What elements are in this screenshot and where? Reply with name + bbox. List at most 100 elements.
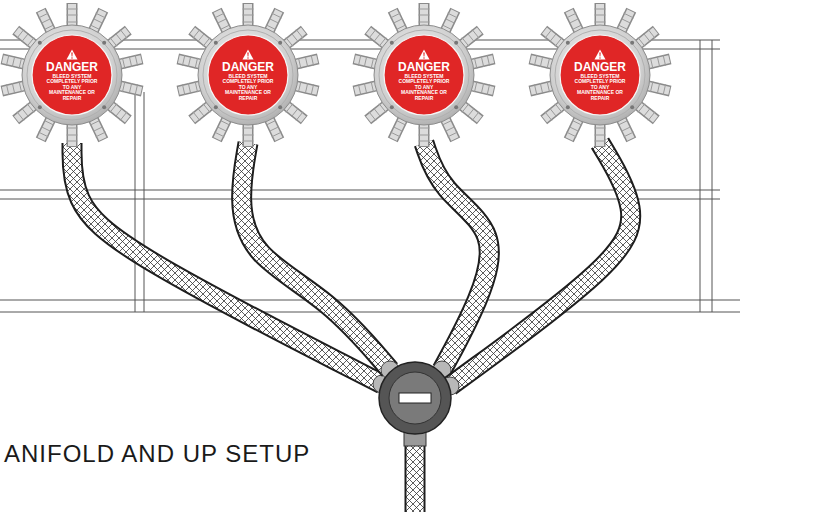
warning-heading: DANGER	[46, 61, 98, 74]
hub-screw	[630, 41, 634, 45]
warning-mark	[71, 52, 72, 56]
hose-braid	[242, 143, 390, 370]
hub-ring	[203, 30, 293, 120]
warning-text: BLEED SYSTEM COMPLETELY PRIOR TO ANY MAI…	[221, 74, 275, 102]
fitting-barb	[188, 56, 190, 67]
fitting-barb	[272, 132, 282, 137]
frame-rail	[0, 312, 740, 313]
warning-text: BLEED SYSTEM COMPLETELY PRIOR TO ANY MAI…	[45, 74, 99, 102]
fitting-barb	[188, 83, 190, 94]
fitting-barb	[621, 127, 631, 132]
hub-screw	[278, 105, 282, 109]
fitting-barb	[657, 83, 659, 94]
fitting-barb	[663, 84, 665, 95]
fitting-barb	[595, 22, 606, 23]
fitting-barb	[19, 81, 21, 92]
fitting-barb	[467, 108, 474, 117]
hose-braid	[407, 444, 424, 512]
hub-body	[198, 25, 298, 125]
fitting-barb	[566, 13, 576, 18]
junction-housing	[379, 362, 451, 434]
label-disc-fill	[32, 35, 112, 115]
fitting-barb	[358, 55, 360, 66]
fitting-barb	[243, 128, 254, 129]
frame-post	[135, 92, 136, 312]
hub-screw	[454, 41, 458, 45]
fitting-barb	[419, 135, 430, 136]
hose-braid	[72, 143, 382, 384]
fitting-barb	[393, 127, 403, 132]
fitting-barb	[93, 127, 103, 132]
manifold-hub	[530, 3, 670, 147]
fitting-barb	[569, 127, 579, 132]
fitting-barb	[419, 128, 430, 129]
fitting-barb	[17, 112, 24, 121]
fitting-barb	[650, 81, 652, 92]
fitting-barb	[390, 132, 400, 137]
label-disc-fill	[384, 35, 464, 115]
hub-screw	[38, 105, 42, 109]
warning-triangle	[419, 49, 430, 59]
fitting-barb	[540, 83, 542, 94]
fitting-barb	[120, 30, 127, 39]
fitting-barb	[41, 19, 51, 24]
fitting-barb	[474, 58, 476, 69]
hose-outline	[424, 143, 489, 370]
braided-hose	[72, 143, 391, 393]
manifold-hub	[178, 3, 318, 147]
warning-mark	[247, 52, 248, 56]
fitting-barb	[419, 141, 430, 142]
hub-screw	[102, 41, 106, 45]
fitting-barb	[67, 22, 78, 23]
label-disc-fill	[560, 35, 640, 115]
hub-ring	[379, 30, 469, 120]
fitting-barb	[243, 135, 254, 136]
fitting-barb	[291, 108, 298, 117]
fitting-barb	[448, 13, 458, 18]
fitting-barb	[569, 19, 579, 24]
fitting-barb	[481, 83, 483, 94]
label-disc-fill	[208, 35, 288, 115]
manifold-hub	[2, 3, 142, 147]
label-content: DANGERBLEED SYSTEM COMPLETELY PRIOR TO A…	[397, 49, 451, 102]
fitting-barb	[595, 141, 606, 142]
fitting-barb	[474, 81, 476, 92]
hub-screw	[566, 41, 570, 45]
fitting-barb	[115, 108, 122, 117]
fitting-barb	[419, 22, 430, 23]
warning-triangle	[67, 49, 78, 59]
fitting-barb	[311, 84, 313, 95]
fitting-barb	[448, 132, 458, 137]
warning-mark	[71, 57, 73, 59]
fitting-barb	[624, 132, 634, 137]
fitting-barb	[298, 81, 300, 92]
fitting-barb	[269, 127, 279, 132]
fitting-barb	[472, 30, 479, 39]
fitting-barb	[67, 141, 78, 142]
hub-screw	[390, 41, 394, 45]
fitting-barb	[67, 135, 78, 136]
fitting-barb	[487, 84, 489, 95]
hub-screw	[102, 105, 106, 109]
fitting-barb	[358, 84, 360, 95]
fitting-barb	[419, 15, 430, 16]
fitting-barb	[296, 112, 303, 121]
fitting-barb	[369, 112, 376, 121]
fitting-barb	[534, 84, 536, 95]
fitting-barb	[214, 132, 224, 137]
danger-label: DANGERBLEED SYSTEM COMPLETELY PRIOR TO A…	[383, 34, 465, 116]
frame-post	[712, 40, 713, 312]
fitting-barb	[419, 9, 430, 10]
fitting-barb	[648, 30, 655, 39]
fitting-barb	[243, 22, 254, 23]
fitting-barb	[6, 84, 8, 95]
fitting-barb	[129, 56, 131, 67]
junction-box	[379, 362, 451, 446]
fitting-barb	[624, 13, 634, 18]
warning-heading: DANGER	[222, 61, 274, 74]
fitting-barb	[374, 108, 381, 117]
fitting-barb	[657, 56, 659, 67]
hub-screw	[566, 105, 570, 109]
fitting-barb	[487, 55, 489, 66]
fitting-barb	[22, 108, 29, 117]
